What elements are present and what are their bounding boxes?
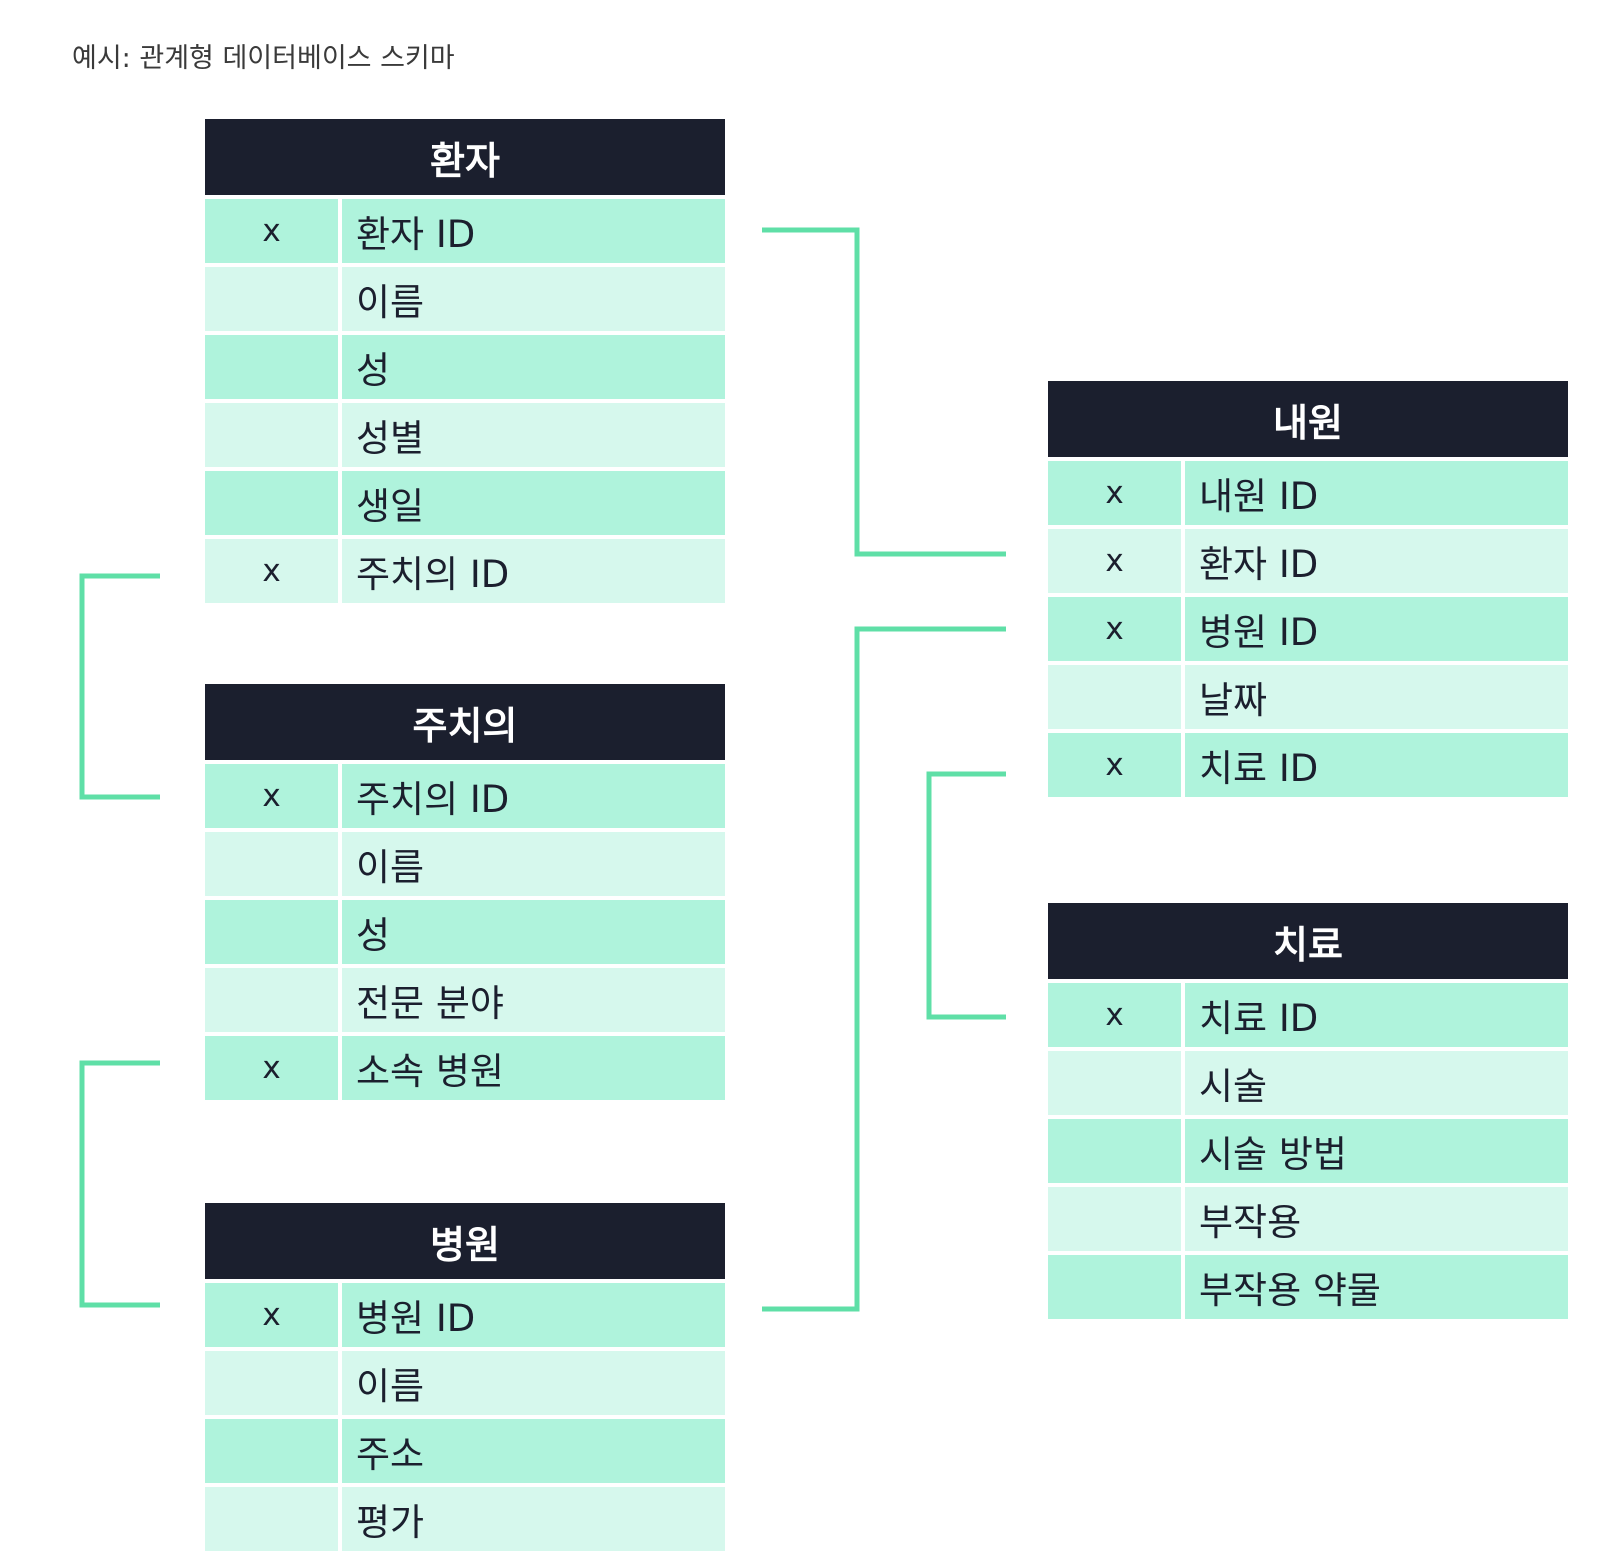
key-marker [205,832,338,896]
table-row: 부작용 약물 [1048,1255,1568,1319]
key-marker [1048,1119,1181,1183]
field-name: 이름 [342,1351,725,1415]
field-name: 시술 [1185,1051,1568,1115]
field-name: 날짜 [1185,665,1568,729]
field-name: 치료 ID [1185,983,1568,1047]
key-marker [205,403,338,467]
table-row: 성별 [205,403,725,467]
key-marker [205,1351,338,1415]
connector-patient-physician [79,573,160,800]
key-marker: x [205,1283,338,1347]
table-row: 이름 [205,267,725,331]
table-row: 이름 [205,832,725,896]
connector-physician-hospital [79,1060,160,1308]
table-row: 시술 [1048,1051,1568,1115]
table-header: 치료 [1048,903,1568,979]
key-marker [1048,1255,1181,1319]
table-row: 부작용 [1048,1187,1568,1251]
key-marker: x [1048,461,1181,525]
key-marker [1048,1051,1181,1115]
field-name: 병원 ID [1185,597,1568,661]
connector-patient-visit [762,227,1006,557]
field-name: 성 [342,900,725,964]
field-name: 환자 ID [342,199,725,263]
key-marker [205,900,338,964]
key-marker [1048,665,1181,729]
table-row: 시술 방법 [1048,1119,1568,1183]
field-name: 시술 방법 [1185,1119,1568,1183]
field-name: 부작용 약물 [1185,1255,1568,1319]
field-name: 생일 [342,471,725,535]
key-marker [205,335,338,399]
connector-visit-treatment [926,771,1006,1020]
key-marker: x [205,764,338,828]
key-marker [205,1487,338,1551]
key-marker [205,471,338,535]
field-name: 병원 ID [342,1283,725,1347]
key-marker: x [1048,733,1181,797]
key-marker [205,267,338,331]
table-row: 생일 [205,471,725,535]
connector-hospital-visit [762,626,1006,1312]
key-marker [1048,1187,1181,1251]
table-row: 전문 분야 [205,968,725,1032]
table-header: 환자 [205,119,725,195]
table-row: 성 [205,900,725,964]
table-header: 내원 [1048,381,1568,457]
field-name: 주치의 ID [342,764,725,828]
table-row: 평가 [205,1487,725,1551]
field-name: 성 [342,335,725,399]
table-header: 주치의 [205,684,725,760]
field-name: 소속 병원 [342,1036,725,1100]
key-marker: x [205,539,338,603]
table-header: 병원 [205,1203,725,1279]
field-name: 부작용 [1185,1187,1568,1251]
key-marker: x [1048,983,1181,1047]
field-name: 치료 ID [1185,733,1568,797]
key-marker [205,1419,338,1483]
table-row: 성 [205,335,725,399]
key-marker: x [205,199,338,263]
table-row: 주소 [205,1419,725,1483]
field-name: 내원 ID [1185,461,1568,525]
key-marker: x [205,1036,338,1100]
field-name: 주소 [342,1419,725,1483]
diagram-caption: 예시: 관계형 데이터베이스 스키마 [72,43,455,74]
field-name: 평가 [342,1487,725,1551]
field-name: 이름 [342,832,725,896]
field-name: 성별 [342,403,725,467]
key-marker: x [1048,597,1181,661]
field-name: 주치의 ID [342,539,725,603]
field-name: 환자 ID [1185,529,1568,593]
table-row: 날짜 [1048,665,1568,729]
table-row: 이름 [205,1351,725,1415]
field-name: 전문 분야 [342,968,725,1032]
key-marker: x [1048,529,1181,593]
key-marker [205,968,338,1032]
field-name: 이름 [342,267,725,331]
